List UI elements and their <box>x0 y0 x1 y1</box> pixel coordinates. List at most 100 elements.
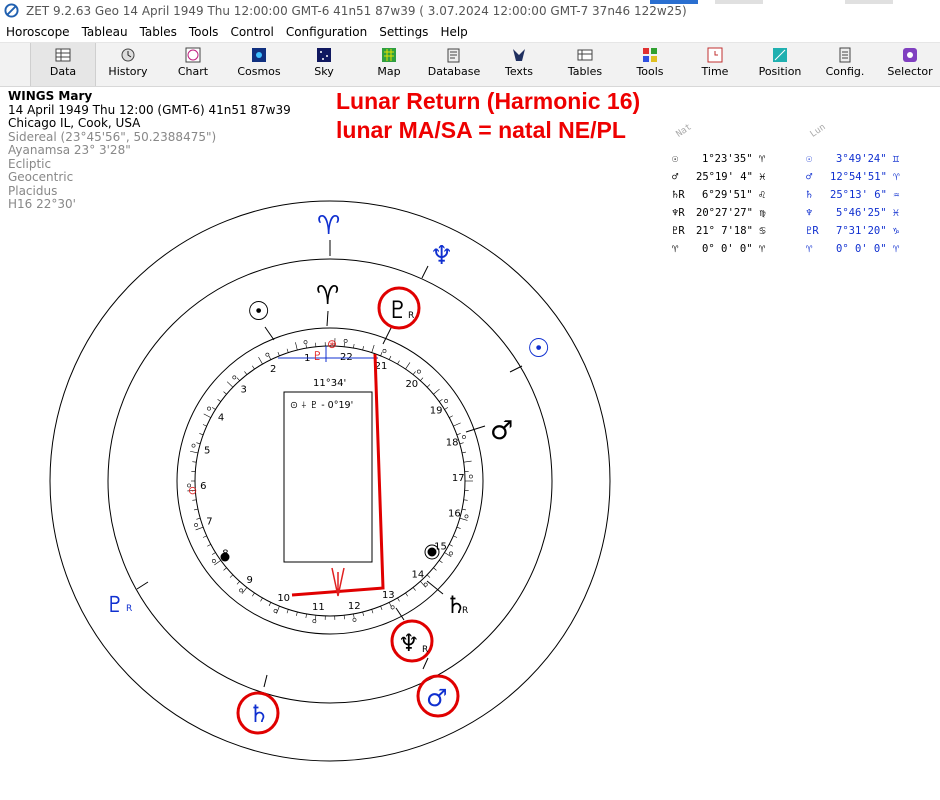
harmonic-degree-dot <box>239 588 243 593</box>
degree-tick <box>380 352 383 356</box>
database-icon <box>447 48 460 63</box>
natal-sun-glyph[interactable]: ☉ <box>247 297 270 327</box>
degree-tick <box>199 433 204 436</box>
maximize-button[interactable] <box>715 0 763 4</box>
lunar-row-aries-value: 0° 0' 0" ♈ <box>836 243 900 255</box>
lunar-saturn-glyph[interactable]: ♄ <box>248 700 270 728</box>
history-icon <box>121 48 135 62</box>
house-system-setting: Placidus <box>8 183 58 198</box>
lunar-positions: Lun ☉ 3°49'24" ♊ ♂ 12°54'51" ♈ ♄ 25°13' … <box>806 122 936 264</box>
menu-tableau[interactable]: Tableau <box>81 25 128 39</box>
texts-icon <box>513 49 525 61</box>
harmonic-degree-dot <box>464 514 469 519</box>
harmonic-degree-dot <box>194 523 198 527</box>
center-setting: Geocentric <box>8 170 74 184</box>
lunar-row-mars: ♂ <box>806 171 813 183</box>
natal-row-sun: ☉ <box>672 153 679 165</box>
degree-tick <box>449 544 453 547</box>
toolbar-cosmos-button[interactable]: Cosmos <box>227 43 291 86</box>
harmonic-degree-number: 18 <box>446 438 459 449</box>
degree-tick <box>453 535 458 538</box>
lunar-mars-glyph[interactable]: ♂ <box>426 684 448 712</box>
degree-tick <box>211 552 216 555</box>
lunar-neptune-glyph[interactable]: ♆ <box>430 241 453 271</box>
degree-tick <box>268 602 272 607</box>
menu-horoscope[interactable]: Horoscope <box>6 25 70 39</box>
menu-settings[interactable]: Settings <box>379 25 429 39</box>
planet-dot-marker-ringed <box>426 546 438 558</box>
degree-tick <box>202 424 207 427</box>
zodiac-setting: Sidereal (23°45'56", 50.2388475") <box>8 129 217 144</box>
lunar-aries-point-glyph[interactable]: ♈ <box>317 211 340 241</box>
natal-saturn-glyph[interactable]: ♄ <box>445 591 467 619</box>
toolbar-history-button[interactable]: History <box>96 43 160 86</box>
menu-help[interactable]: Help <box>440 25 468 39</box>
toolbar-tools-button[interactable]: Tools <box>618 43 682 86</box>
harmonic-degree-dot <box>265 352 270 357</box>
harmonic-degree-dot <box>232 375 237 380</box>
toolbar-position-button[interactable]: Position <box>748 43 812 86</box>
minimize-button[interactable] <box>650 0 698 4</box>
degree-tick <box>193 508 199 511</box>
map-icon <box>382 48 396 62</box>
natal-header: Nat <box>674 122 694 140</box>
pluto-natal-spoke <box>382 325 393 345</box>
toolbar-data-button[interactable]: Data <box>30 43 96 86</box>
toolbar-time-button[interactable]: Time <box>683 43 747 86</box>
harmonic-degree-number: 5 <box>204 445 210 456</box>
natal-pluto-glyph[interactable]: ♇ <box>387 296 409 324</box>
lunar-pluto-retro: R <box>126 604 132 614</box>
sun-natal-spoke <box>264 326 275 341</box>
degree-tick <box>405 362 411 370</box>
degree-tick <box>260 597 263 602</box>
degree-tick <box>241 587 248 594</box>
toolbar-config-button[interactable]: Config. <box>813 43 877 86</box>
harmonic-degree-number: 11 <box>312 602 325 613</box>
degree-tick <box>456 433 461 436</box>
horoscope-wheel[interactable]: 12345678910111213141516171819202122 11°3… <box>0 86 660 800</box>
toolbar-tables-button[interactable]: Tables <box>553 43 617 86</box>
lunar-row-sun-value: 3°49'24" ♊ <box>836 153 900 165</box>
harmonic-degree-dot <box>312 619 317 624</box>
natal-neptune-glyph[interactable]: ♆ <box>398 629 420 657</box>
degree-tick <box>195 526 204 531</box>
harmonic-degree-dot <box>191 443 196 448</box>
menu-tools[interactable]: Tools <box>188 25 219 39</box>
degree-tick <box>459 442 464 445</box>
harmonic-degree-dot <box>423 582 428 587</box>
menu-tables[interactable]: Tables <box>139 25 177 39</box>
degree-tick <box>190 450 199 454</box>
highlight-connection-line <box>291 353 385 597</box>
toolbar-texts-button[interactable]: Texts <box>487 43 551 86</box>
app-logo-icon <box>4 3 19 18</box>
toolbar-database-button[interactable]: Database <box>422 43 486 86</box>
harmonic-degree-numbers: 12345678910111213141516171819202122 <box>187 338 473 624</box>
lunar-pluto-glyph[interactable]: ♇ <box>105 593 125 618</box>
toolbar-chart-button[interactable]: Chart <box>161 43 225 86</box>
degree-tick <box>380 606 383 610</box>
degree-tick <box>276 606 280 614</box>
degree-tick <box>453 422 461 427</box>
menu-control[interactable]: Control <box>230 25 274 39</box>
toolbar-sky-button[interactable]: Sky <box>292 43 356 86</box>
degree-ticks <box>187 338 473 624</box>
close-button[interactable] <box>845 0 893 4</box>
planet-dot-marker-outline <box>424 544 440 560</box>
harmonic-degree-dot <box>449 551 453 556</box>
lunar-sun-glyph[interactable]: ☉ <box>527 334 550 364</box>
planet-dot-marker <box>220 552 230 562</box>
natal-row-aries-value: 0° 0' 0" ♈ <box>702 243 766 255</box>
lunar-row-sun: ☉ <box>806 153 813 165</box>
annotation-subtitle: lunar MA/SA = natal NE/PL <box>336 117 626 143</box>
degree-tick <box>461 451 467 454</box>
horoscope-info: WINGS Mary 14 April 1949 Thu 12:00 (GMT-… <box>8 89 291 212</box>
natal-mars-glyph[interactable]: ♂ <box>490 416 513 446</box>
degree-tick <box>449 415 453 418</box>
natal-aries-point-glyph[interactable]: ♈ <box>316 281 339 311</box>
harmonic-degree-number: 6 <box>200 481 206 492</box>
menu-configuration[interactable]: Configuration <box>285 25 368 39</box>
toolbar-selector-button[interactable]: Selector <box>878 43 940 86</box>
degree-tick <box>226 381 234 388</box>
degree-tick <box>277 352 280 356</box>
toolbar-map-button[interactable]: Map <box>357 43 421 86</box>
